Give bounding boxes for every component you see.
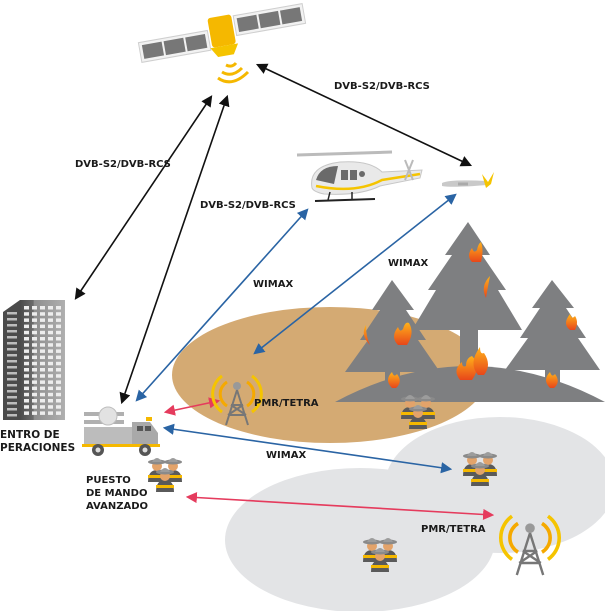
helicopter-icon	[296, 150, 423, 202]
firefighter-icon	[417, 395, 435, 419]
link-label-truck-tower: PMR/TETRA	[254, 398, 319, 409]
link-firefighters-tower	[185, 491, 495, 521]
operations-center-label: PERACIONES	[0, 442, 75, 454]
link-label-drone-firezone: WIMAX	[388, 258, 428, 269]
operations-center-label: ENTRO DE	[0, 429, 60, 441]
firefighter-group	[401, 395, 435, 429]
radio-tower-icon	[498, 514, 562, 576]
command-post-label: AVANZADO	[86, 501, 148, 512]
link-label-sat-truck: DVB-S2/DVB-RCS	[200, 200, 296, 211]
drone-icon	[442, 172, 494, 188]
link-truck-firefighters	[162, 423, 453, 474]
firefighter-icon	[471, 462, 489, 486]
coverage-zone	[225, 417, 605, 611]
link-label-sat-drone: DVB-S2/DVB-RCS	[334, 81, 430, 92]
link-label-truck-firefighters: WIMAX	[266, 450, 306, 461]
firefighter-group	[463, 452, 497, 486]
link-label-truck-helicopter: WIMAX	[253, 279, 293, 290]
firefighter-icon	[371, 548, 389, 572]
firefighter-group	[148, 458, 182, 492]
fire-truck-icon	[82, 406, 160, 456]
command-post-label: DE MANDO	[86, 488, 147, 499]
building-icon	[3, 300, 65, 420]
command-post-label: PUESTO	[86, 475, 131, 486]
link-sat-drone	[255, 63, 473, 167]
link-label-firefighters-tower: PMR/TETRA	[421, 524, 486, 535]
satellite-icon	[137, 3, 307, 84]
firefighter-icon	[409, 405, 427, 429]
firefighter-icon	[156, 468, 174, 492]
link-drone-firezone	[253, 193, 457, 355]
firefighter-group	[363, 538, 397, 572]
link-sat-building	[74, 95, 213, 300]
link-truck-tower	[163, 397, 221, 416]
link-label-sat-building: DVB-S2/DVB-RCS	[75, 159, 171, 170]
